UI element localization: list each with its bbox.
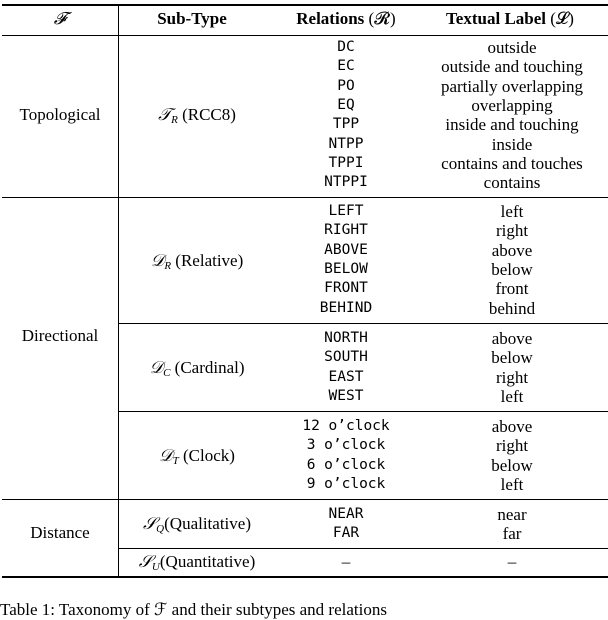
subtype-subscript: R [171, 114, 178, 126]
label-cell: above [491, 417, 533, 436]
relation-cell: NEAR [328, 506, 364, 522]
relation-cell: – [341, 552, 351, 571]
subtype-symbol: 𝒟 [150, 251, 165, 270]
relation-cell: NTPP [328, 135, 364, 152]
relation-cell: BEHIND [319, 299, 373, 316]
label-cell: outside [487, 38, 537, 57]
table-caption: Table 1: Taxonomy of ℱ and their subtype… [0, 600, 387, 619]
relation-cell: 3 o’clock [306, 437, 386, 454]
subtype-subscript: Q [156, 523, 165, 535]
relation-cell: EQ [337, 96, 355, 113]
subtype-subscript: T [172, 455, 179, 467]
relation-cell: ABOVE [324, 241, 368, 258]
relation-cell: SOUTH [324, 349, 368, 366]
relation-cell: DC [337, 39, 355, 55]
subtype-subscript: C [163, 367, 171, 379]
subtype-rcc8: 𝒯R (RCC8) [118, 105, 276, 130]
relation-cell: 12 o’clock [302, 418, 390, 434]
relation-cell: RIGHT [324, 222, 368, 239]
subtype-symbol: 𝒯 [158, 105, 172, 124]
label-cell: below [491, 259, 533, 279]
subtype-subscript: U [151, 561, 160, 573]
relation-cell: NTPPI [324, 174, 368, 191]
subtype-relative: 𝒟R (Relative) [118, 251, 276, 276]
relation-cell: EC [337, 58, 355, 75]
label-cell: contains and touches [441, 153, 583, 173]
subtype-name: (Quantitative) [159, 552, 256, 571]
subtype-name: (Qualitative) [164, 514, 251, 533]
subtype-name: (RCC8) [182, 105, 236, 124]
family-topological: Topological [19, 105, 101, 124]
relation-cell: NORTH [324, 330, 368, 346]
label-cell: right [495, 221, 529, 241]
header-relations-symbol: (𝓡) [368, 9, 396, 28]
label-cell: front [495, 279, 529, 299]
bottom-rule [2, 576, 608, 578]
relation-cell: TPPI [328, 154, 364, 171]
label-cell: below [491, 348, 533, 368]
subtype-symbol: 𝒮 [138, 552, 152, 571]
label-cell: – [507, 552, 517, 571]
label-cell: right [495, 436, 529, 456]
label-cell: partially overlapping [440, 76, 584, 96]
label-cell: far [502, 524, 522, 544]
header-textual-label-symbol: (𝓛) [550, 9, 574, 28]
subtype-name: (Relative) [175, 251, 244, 270]
label-cell: left [500, 474, 524, 494]
subtype-subscript: R [164, 260, 172, 272]
label-cell: outside and touching [441, 57, 583, 77]
label-cell: above [491, 329, 533, 348]
relation-cell: TPP [332, 116, 360, 133]
subtype-symbol: 𝒮 [143, 514, 157, 533]
label-cell: near [497, 505, 527, 524]
relation-cell: FRONT [324, 280, 368, 297]
relation-cell: BELOW [324, 260, 368, 277]
subtype-name: (Cardinal) [174, 358, 245, 377]
label-cell: left [500, 386, 524, 406]
family-distance: Distance [30, 523, 90, 542]
header-subtype: Sub-Type [157, 9, 227, 28]
label-cell: behind [488, 298, 536, 318]
subtype-cardinal: 𝒟C (Cardinal) [118, 358, 276, 383]
qualitative-bottom-rule [118, 548, 608, 549]
cardinal-bottom-rule [118, 411, 608, 412]
label-cell: inside [491, 134, 533, 154]
subtype-name: (Clock) [183, 446, 235, 465]
family-directional: Directional [21, 326, 99, 345]
header-textual-label-text: Textual Label [446, 9, 547, 28]
subtype-symbol: 𝒟 [159, 446, 173, 465]
relation-cell: 6 o’clock [306, 456, 386, 473]
label-cell: below [491, 455, 533, 475]
subtype-clock: 𝒟T (Clock) [118, 446, 276, 471]
label-cell: above [491, 240, 533, 260]
relation-cell: 9 o’clock [306, 475, 386, 492]
label-cell: inside and touching [445, 115, 579, 135]
label-cell: right [495, 367, 529, 387]
relation-cell: WEST [328, 387, 364, 404]
header-relations-label: Relations [296, 9, 365, 28]
relative-bottom-rule [118, 323, 608, 324]
directional-bottom-rule [2, 499, 608, 500]
header-family: 𝓕 [53, 9, 67, 28]
relation-cell: LEFT [328, 203, 364, 219]
header-rule [2, 35, 608, 36]
relation-cell: PO [337, 77, 355, 94]
family-divider [118, 4, 119, 578]
topological-bottom-rule [2, 197, 608, 198]
top-rule [2, 4, 608, 6]
relation-cell: FAR [332, 525, 360, 542]
header-textual-label: Textual Label (𝓛) [410, 9, 608, 28]
relation-cell: EAST [328, 368, 364, 385]
label-cell: contains [483, 173, 541, 193]
subtype-quantitative: 𝒮U(Quantitative) [118, 552, 276, 577]
label-cell: left [500, 202, 524, 221]
subtype-qualitative: 𝒮Q(Qualitative) [118, 514, 276, 539]
subtype-symbol: 𝒟 [149, 358, 164, 377]
label-cell: overlapping [471, 95, 553, 115]
header-relations: Relations (𝓡) [276, 9, 416, 28]
